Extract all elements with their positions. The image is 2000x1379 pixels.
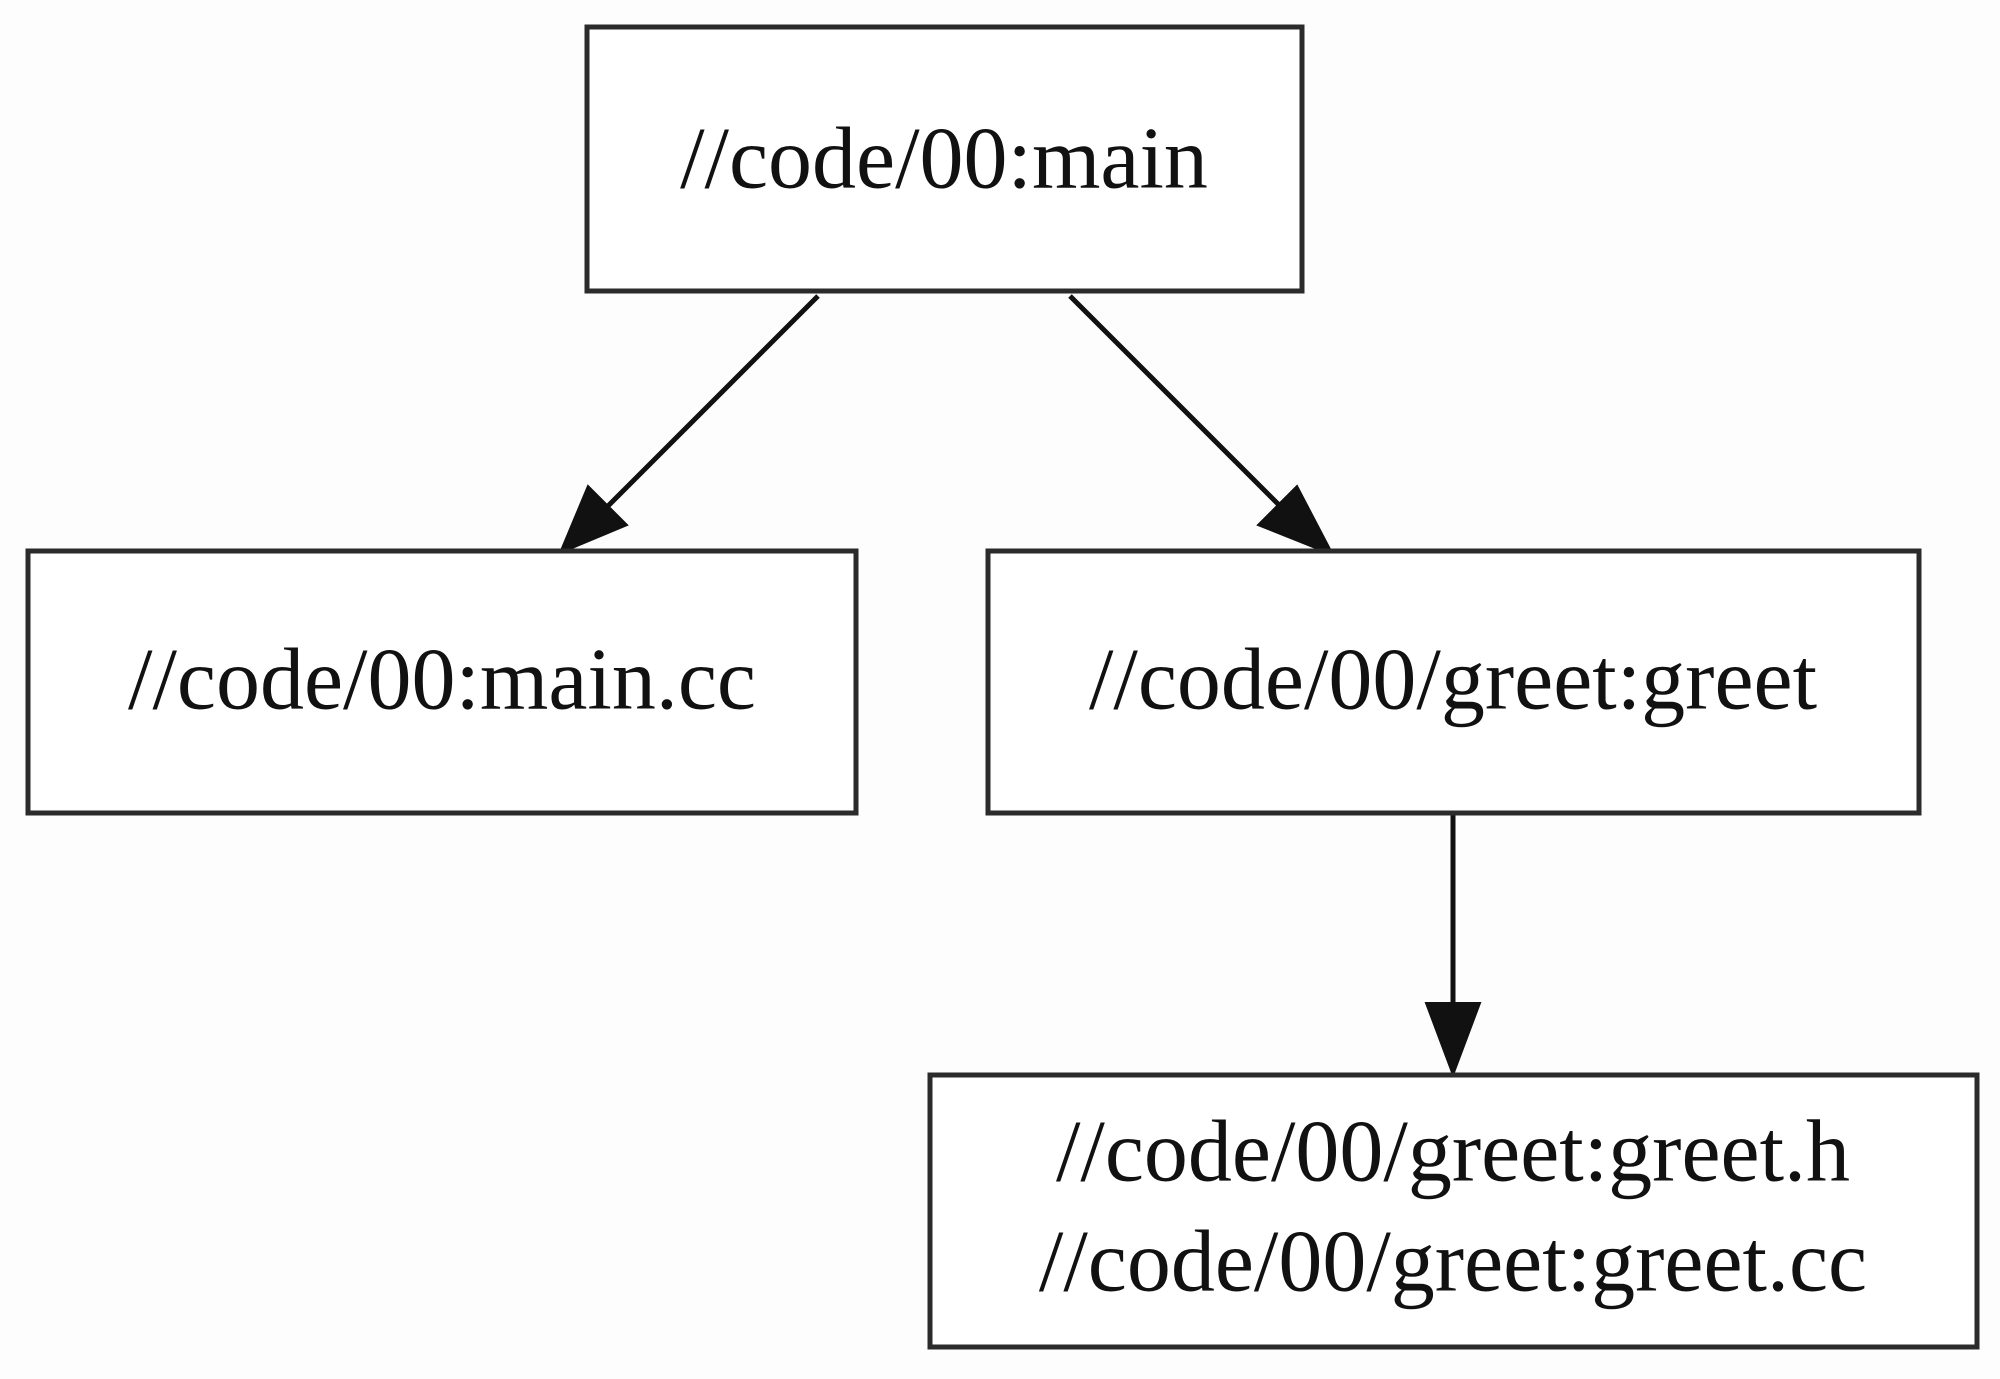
arrowhead-icon	[558, 484, 629, 555]
node-greet[interactable]: //code/00/greet:greet	[985, 548, 1922, 816]
edge-main-to-greet	[1068, 294, 1336, 557]
node-greet-sources[interactable]: //code/00/greet:greet.h //code/00/greet:…	[927, 1072, 1980, 1350]
node-greet-label: //code/00/greet:greet	[1089, 632, 1817, 729]
node-greet-sources-label-line-2: //code/00/greet:greet.cc	[1039, 1214, 1867, 1311]
node-main[interactable]: //code/00:main	[584, 24, 1305, 294]
node-main-label: //code/00:main	[680, 111, 1208, 208]
arrowhead-icon	[1256, 484, 1336, 557]
node-greet-sources-label-line-1: //code/00/greet:greet.h	[1056, 1104, 1850, 1201]
arrowhead-icon	[1424, 1002, 1482, 1078]
edge-greet-to-greet-sources	[1424, 815, 1482, 1078]
edge-main-to-main-cc	[558, 294, 820, 555]
node-main-cc[interactable]: //code/00:main.cc	[25, 548, 859, 816]
node-main-cc-label: //code/00:main.cc	[128, 632, 756, 729]
